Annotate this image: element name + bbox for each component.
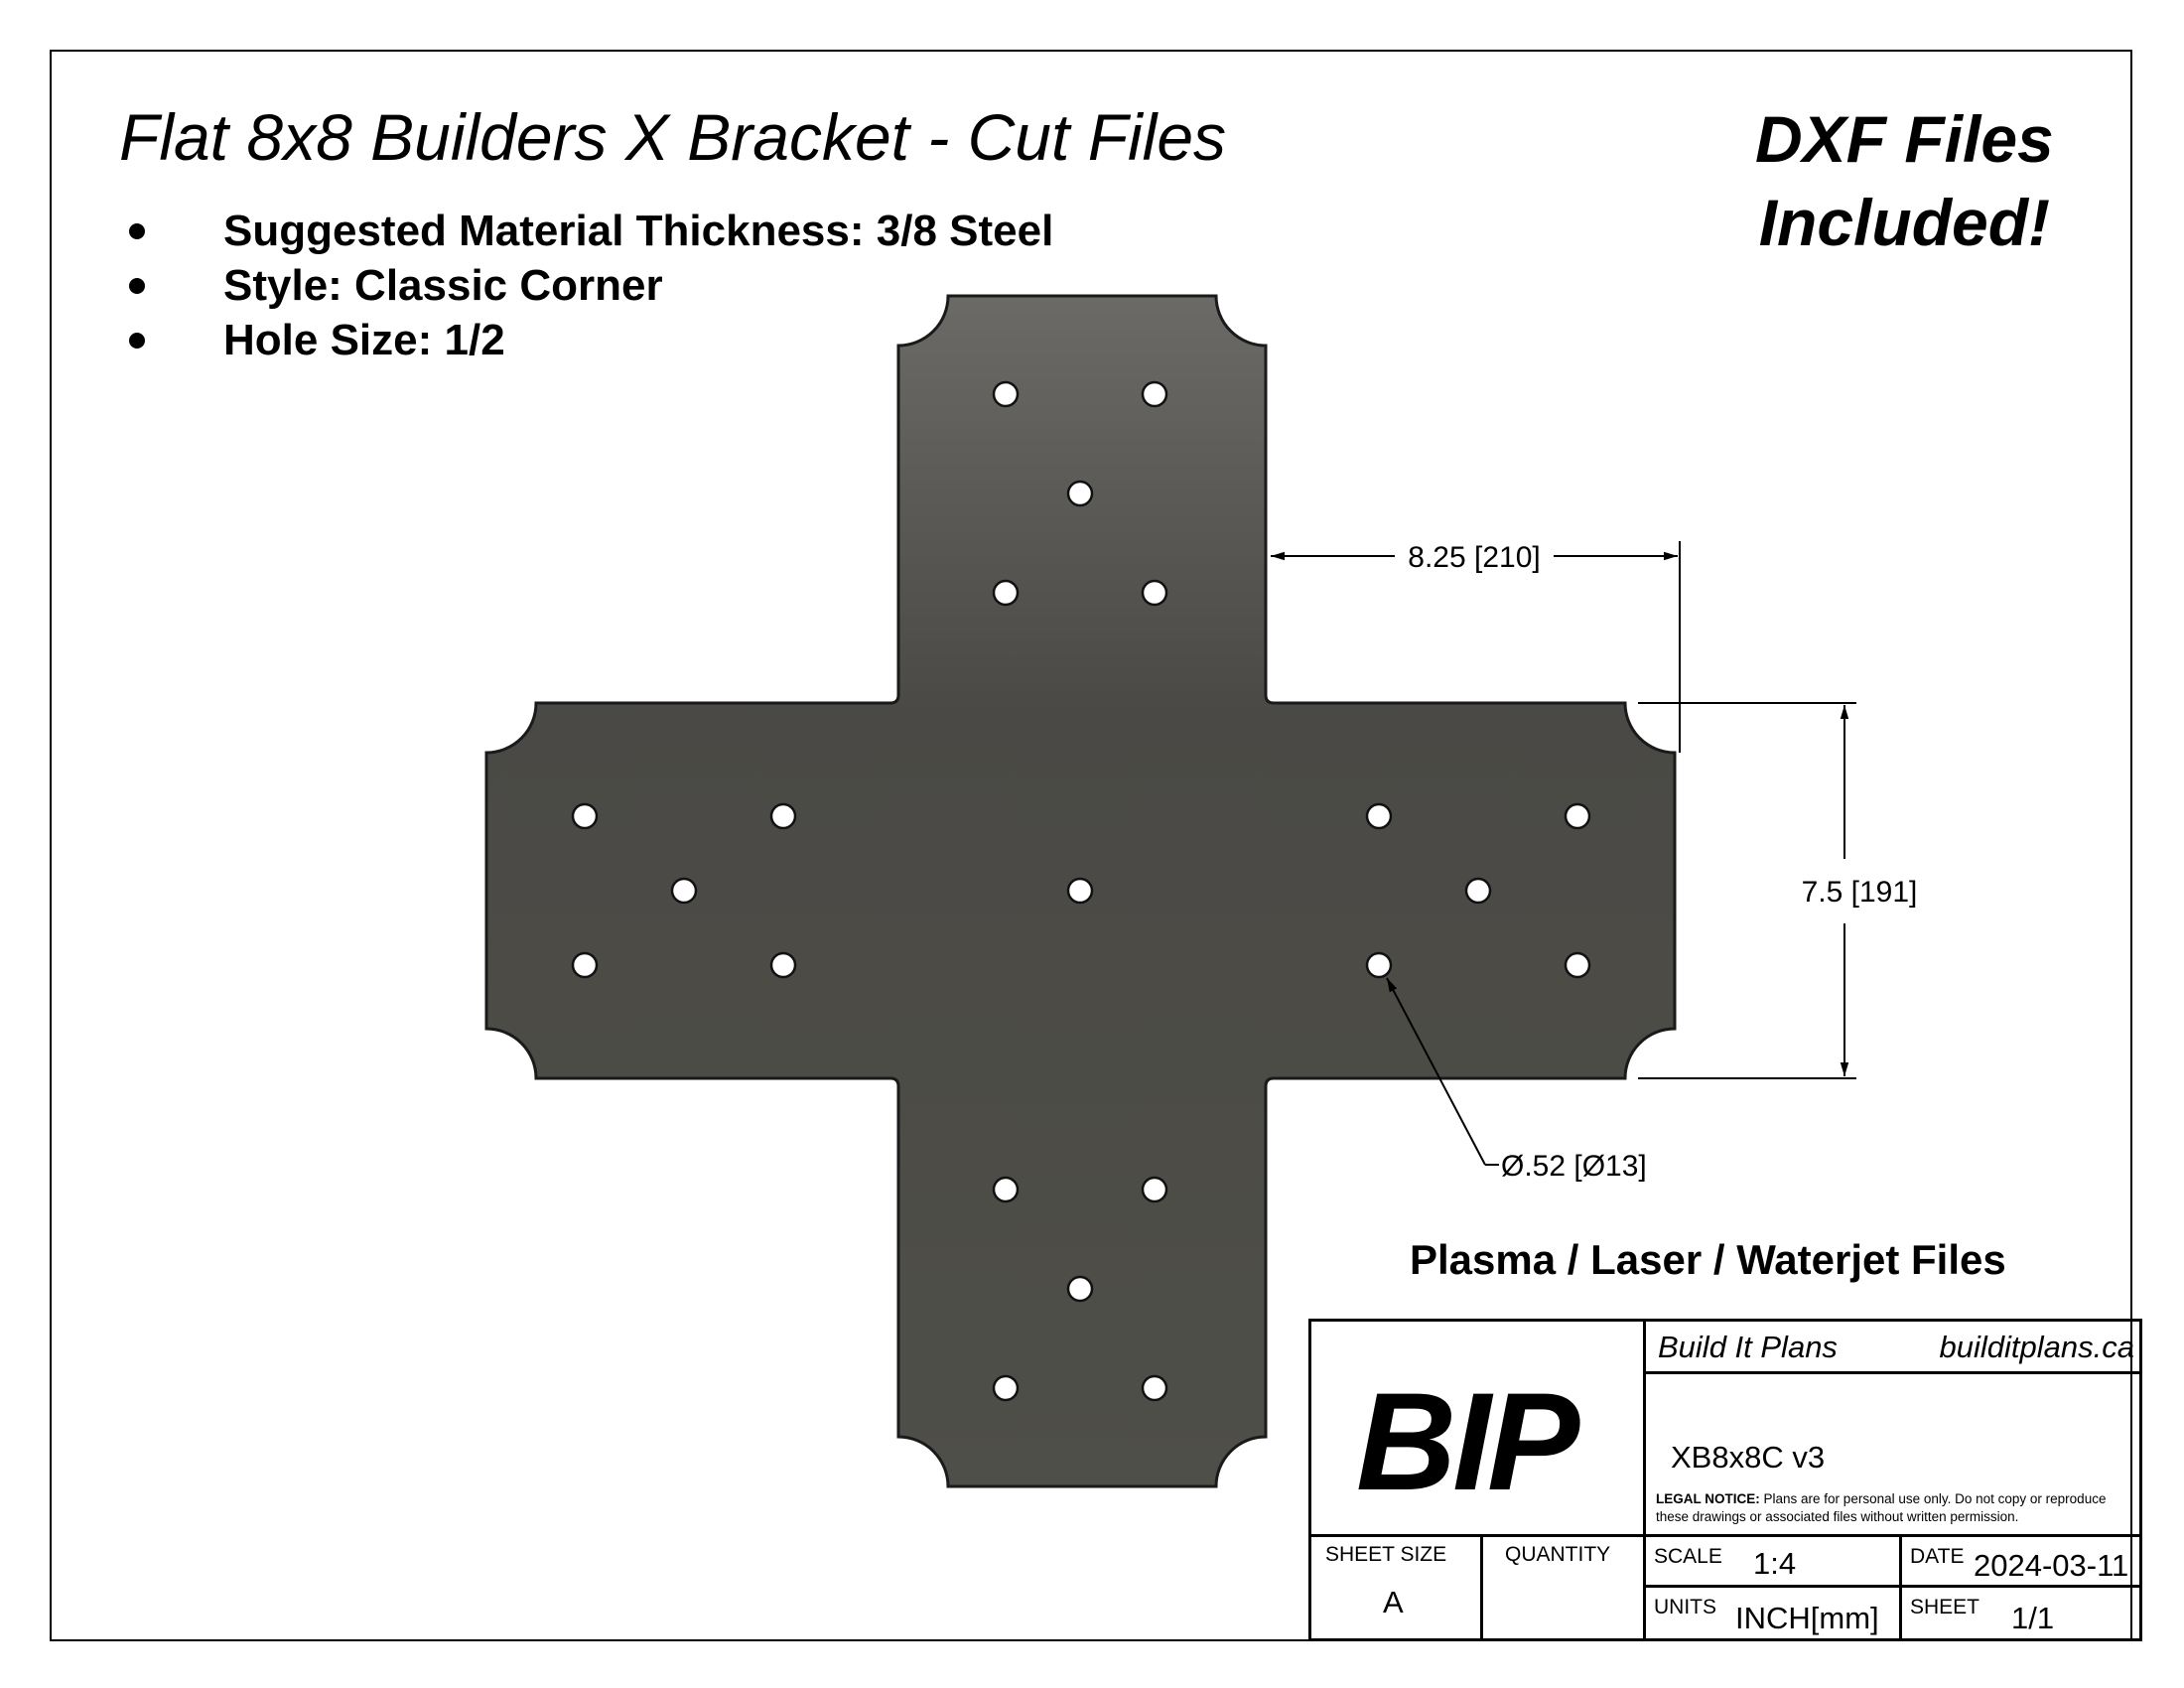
- bolt-hole: [992, 1374, 1020, 1402]
- dimension-vertical: [1638, 702, 1856, 1079]
- drawing-border: [50, 50, 2132, 1641]
- dimension-vertical-label: 7.5 [191]: [1802, 876, 1918, 909]
- bolt-hole: [1564, 802, 1591, 830]
- units-label: UNITS: [1654, 1596, 1716, 1618]
- dxf-badge-line1: DXF Files: [1755, 102, 2054, 176]
- units-value: INCH[mm]: [1735, 1601, 1879, 1635]
- scale-label: SCALE: [1654, 1545, 1722, 1568]
- bolt-hole: [1564, 951, 1591, 979]
- bolt-hole: [1066, 1275, 1094, 1303]
- company-name: Build It Plans: [1658, 1330, 1838, 1364]
- bolt-hole: [992, 579, 1020, 607]
- bolt-hole: [992, 380, 1020, 408]
- dimension-horizontal: [1271, 541, 1681, 753]
- sheet-value: 1/1: [2011, 1601, 2055, 1635]
- page-title: Flat 8x8 Builders X Bracket - Cut Files: [119, 100, 1227, 174]
- spec-style: Style: Classic Corner: [124, 258, 1053, 313]
- sheet-size-label: SHEET SIZE: [1325, 1543, 1447, 1566]
- bolt-hole: [1066, 480, 1094, 507]
- bip-logo: BIP: [1356, 1363, 1579, 1519]
- legal-notice-text: Plans are for personal use only. Do not …: [1656, 1491, 2107, 1524]
- legal-notice: LEGAL NOTICE: Plans are for personal use…: [1656, 1490, 2142, 1526]
- cut-methods: Plasma / Laser / Waterjet Files: [1410, 1236, 2006, 1283]
- bolt-hole: [1141, 380, 1168, 408]
- bolt-hole: [571, 802, 599, 830]
- bolt-hole: [769, 802, 797, 830]
- dxf-badge: DXF Files Included!: [1755, 97, 2054, 264]
- bolt-hole: [1365, 951, 1393, 979]
- spec-material: Suggested Material Thickness: 3/8 Steel: [124, 204, 1053, 258]
- sheet-size-value: A: [1383, 1585, 1404, 1619]
- bolt-holes: [571, 380, 1591, 1402]
- date-label: DATE: [1910, 1545, 1965, 1568]
- company-website: builditplans.ca: [1939, 1330, 2134, 1364]
- dxf-badge-line2: Included!: [1758, 186, 2051, 259]
- bolt-hole: [1066, 877, 1094, 905]
- quantity-label: QUANTITY: [1505, 1543, 1611, 1566]
- part-number: XB8x8C v3: [1671, 1440, 1826, 1475]
- bolt-hole: [1141, 1374, 1168, 1402]
- title-block: BIP Build It Plans builditplans.ca XB8x8…: [1308, 1319, 2142, 1641]
- scale-value: 1:4: [1753, 1546, 1797, 1581]
- bolt-hole: [670, 877, 698, 905]
- hole-callout: [1386, 977, 1499, 1166]
- bolt-hole: [992, 1176, 1020, 1203]
- legal-notice-label: LEGAL NOTICE:: [1656, 1491, 1760, 1506]
- date-value: 2024-03-11: [1974, 1548, 2129, 1583]
- dimension-horizontal-label: 8.25 [210]: [1408, 541, 1540, 574]
- bolt-hole: [571, 951, 599, 979]
- bolt-hole: [1141, 579, 1168, 607]
- bolt-hole: [769, 951, 797, 979]
- spec-list: Suggested Material Thickness: 3/8 Steel …: [124, 204, 1053, 367]
- sheet-label: SHEET: [1910, 1596, 1980, 1618]
- bolt-hole: [1141, 1176, 1168, 1203]
- hole-callout-label: Ø.52 [Ø13]: [1501, 1150, 1647, 1183]
- spec-hole-size: Hole Size: 1/2: [124, 313, 1053, 367]
- bolt-hole: [1464, 877, 1492, 905]
- bolt-hole: [1365, 802, 1393, 830]
